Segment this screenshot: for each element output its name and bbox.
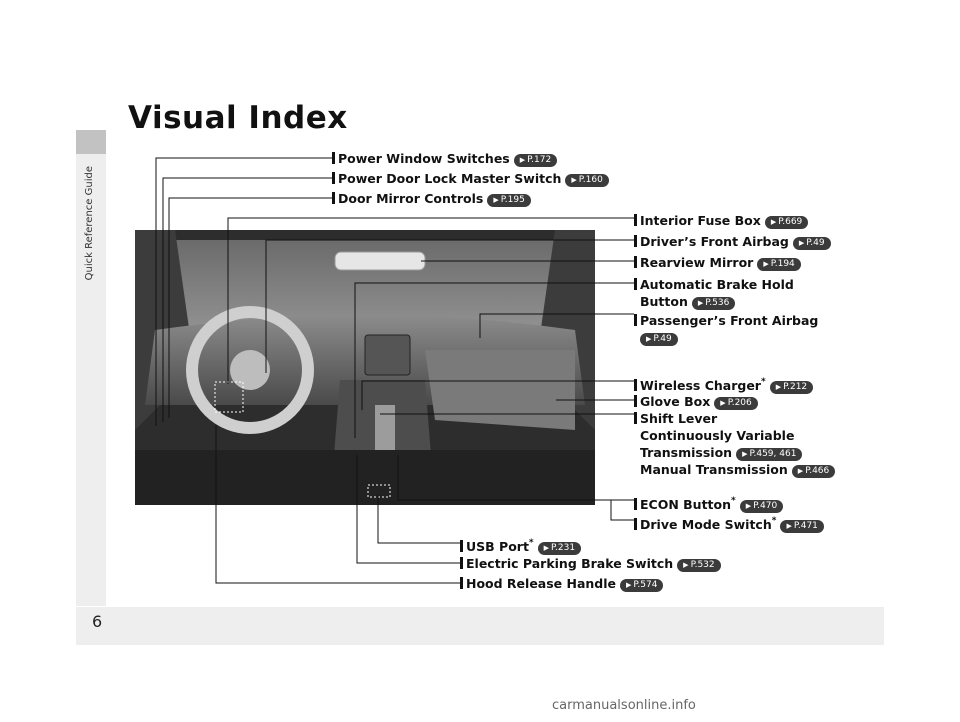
sidebar-strip: [76, 130, 106, 606]
label-electric-parking-brake-switch: Electric Parking Brake SwitchP.532: [460, 555, 721, 572]
page-ref-link[interactable]: P.212: [769, 381, 814, 394]
label-drivers-front-airbag: Driver’s Front AirbagP.49: [634, 233, 831, 250]
page-ref-link[interactable]: P.160: [565, 174, 609, 187]
steering-wheel: [186, 306, 314, 434]
page-ref-link[interactable]: P.471: [780, 520, 824, 533]
page-title: Visual Index: [128, 100, 348, 136]
label-power-door-lock-master-switch: Power Door Lock Master SwitchP.160: [332, 170, 609, 187]
label-rearview-mirror: Rearview MirrorP.194: [634, 254, 801, 271]
label-shift-lever: Shift Lever Continuously Variable Transm…: [634, 410, 836, 478]
page-ref-link[interactable]: P.532: [677, 559, 721, 572]
label-passengers-front-airbag: Passenger’s Front Airbag P.49: [634, 312, 818, 346]
page-ref-link[interactable]: P.470: [739, 500, 784, 513]
dashboard-drawing: [135, 230, 595, 505]
label-wireless-charger: Wireless Charger*P.212: [634, 374, 814, 394]
page-number: 6: [92, 612, 103, 631]
page-ref-link[interactable]: P.459, 461: [736, 448, 803, 461]
page-ref-link[interactable]: P.206: [714, 397, 758, 410]
page-ref-link[interactable]: P.195: [487, 194, 531, 207]
page-ref-link[interactable]: P.172: [513, 154, 558, 167]
label-glove-box: Glove BoxP.206: [634, 393, 758, 410]
dashboard-illustration: [135, 230, 595, 505]
label-drive-mode-switch: Drive Mode Switch*P.471: [634, 513, 824, 533]
label-hood-release-handle: Hood Release HandleP.574: [460, 575, 664, 592]
page-ref-link[interactable]: P.669: [764, 216, 809, 229]
label-automatic-brake-hold: Automatic Brake Hold ButtonP.536: [634, 276, 794, 310]
label-power-window-switches: Power Window SwitchesP.172: [332, 150, 558, 167]
page-ref-link[interactable]: P.49: [640, 333, 678, 346]
page-ref-link[interactable]: P.466: [791, 465, 836, 478]
label-econ-button: ECON Button*P.470: [634, 493, 784, 513]
page-ref-link[interactable]: P.194: [757, 258, 801, 271]
page-ref-link[interactable]: P.231: [537, 542, 582, 555]
infotainment-screen: [364, 334, 411, 376]
label-usb-port: USB Port*P.231: [460, 535, 582, 555]
watermark: carmanualsonline.info: [552, 698, 696, 713]
label-interior-fuse-box: Interior Fuse BoxP.669: [634, 212, 809, 229]
page-footer-band: [76, 607, 884, 645]
page-ref-link[interactable]: P.49: [792, 237, 831, 250]
sidebar-tab: [76, 130, 106, 154]
page-ref-link[interactable]: P.536: [691, 297, 736, 310]
page-ref-link[interactable]: P.574: [620, 579, 664, 592]
label-door-mirror-controls: Door Mirror ControlsP.195: [332, 190, 531, 207]
